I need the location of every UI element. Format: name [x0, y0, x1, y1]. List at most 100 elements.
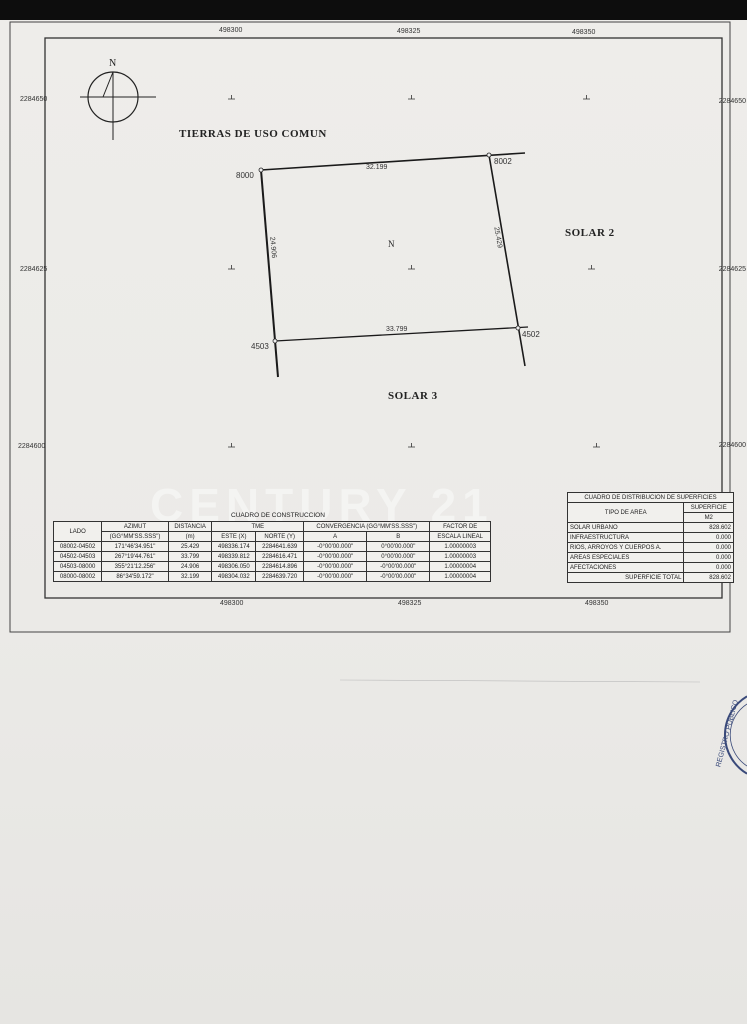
table-cell: 828.602 [683, 522, 734, 533]
table-cell: 498339.812 [211, 551, 257, 562]
distance-label: 32.199 [366, 164, 388, 171]
inner-frame [44, 37, 723, 599]
table-cell: 04502-04503 [52, 551, 103, 562]
grid-y-label: 2284650 [20, 96, 48, 103]
top-bar [0, 0, 747, 20]
vertex-label: 4503 [251, 342, 269, 351]
vertex-label: 4502 [522, 330, 540, 339]
table-cell: 33.799 [167, 551, 213, 562]
construction-table-caption: CUADRO DE CONSTRUCCION [231, 512, 325, 519]
north-arrow-icon [80, 71, 156, 140]
vertex-label: 8000 [236, 171, 254, 180]
table-cell: 32.199 [167, 571, 213, 582]
table-cell: 0.000 [683, 552, 734, 563]
table-cell: RIOS, ARROYOS Y CUERPOS A. [566, 542, 685, 553]
table-cell: 2284614.896 [255, 561, 305, 572]
col-b: B [366, 531, 431, 542]
total-label: SUPERFICIE TOTAL [566, 572, 685, 583]
col-convergencia: CONVERGENCIA (GG°MM'SS.SSS") [303, 521, 431, 532]
surface-table-caption: CUADRO DE DISTRIBUCION DE SUPERFICIES [567, 492, 734, 503]
parcel-polygon [260, 152, 529, 378]
table-cell: 2284641.639 [255, 541, 305, 552]
table-cell: -0°00'00.000" [303, 561, 368, 572]
vertex-label: 8002 [494, 157, 512, 166]
table-cell: INFRAESTRUCTURA [566, 532, 685, 543]
grid-y-label: 2284625 [20, 266, 48, 273]
table-cell: 498306.050 [211, 561, 257, 572]
table-cell: -0°00'00.000" [303, 551, 368, 562]
col-azimut: AZIMUT [101, 521, 169, 532]
registry-stamp-inner-ring [729, 703, 747, 767]
grid-y-label: 2284600 [18, 443, 46, 450]
table-cell: 498336.174 [211, 541, 257, 552]
col-tme: TME [211, 521, 305, 532]
parcel-north-label: N [388, 239, 395, 249]
table-cell: 0.000 [683, 562, 734, 573]
outer-frame [9, 21, 731, 633]
table-cell: 355°21'12.256" [101, 561, 169, 572]
fold-line [339, 679, 701, 683]
vertex-markers [258, 152, 521, 344]
construction-table: LADO AZIMUT DISTANCIA TME CONVERGENCIA (… [52, 521, 491, 582]
table-cell: 267°19'44.761" [101, 551, 169, 562]
table-cell: -0°00'00.000" [303, 571, 368, 582]
table-cell: 1.00000003 [429, 541, 491, 552]
grid-y-label: 2284625 [718, 266, 746, 273]
table-cell: -0°00'00.000" [366, 561, 431, 572]
table-cell: 08000-08002 [52, 571, 103, 582]
col-a: A [303, 531, 368, 542]
grid-x-label: 498325 [398, 600, 422, 607]
table-row: RIOS, ARROYOS Y CUERPOS A.0.000 [566, 542, 734, 553]
registry-stamp [724, 695, 747, 775]
table-cell: 171°46'34.951" [101, 541, 169, 552]
grid-x-label: 498350 [585, 600, 609, 607]
table-cell: 1.00000004 [429, 571, 491, 582]
grid-ticks [228, 95, 600, 448]
total-value: 828.602 [683, 572, 734, 583]
table-cell: -0°00'00.000" [303, 541, 368, 552]
table-cell: SOLAR URBANO [566, 522, 685, 533]
table-cell: AFECTACIONES [566, 562, 685, 573]
col-superficie: SUPERFICIE [683, 502, 734, 513]
table-cell: 25.429 [167, 541, 213, 552]
table-cell: 2284616.471 [255, 551, 305, 562]
table-cell: 86°34'59.172" [101, 571, 169, 582]
table-cell: 0.000 [683, 532, 734, 543]
table-cell: 24.906 [167, 561, 213, 572]
col-norte: NORTE (Y) [255, 531, 305, 542]
distance-label: 33.799 [386, 326, 408, 333]
col-factor: FACTOR DE [429, 521, 491, 532]
north-label: N [109, 58, 117, 69]
col-unit: M2 [683, 512, 734, 523]
col-azimut-unit: (GG°MM'SS.SSS") [101, 531, 169, 542]
table-cell: 0°00'00.000" [366, 551, 431, 562]
grid-y-label: 2284600 [718, 442, 746, 449]
col-este: ESTE (X) [211, 531, 257, 542]
grid-x-label: 498325 [397, 28, 421, 35]
table-cell: 0.000 [683, 542, 734, 553]
grid-x-label: 498300 [219, 27, 243, 34]
table-cell: 1.00000003 [429, 551, 491, 562]
solar-3-label: SOLAR 3 [388, 390, 438, 402]
col-distancia-unit: (m) [167, 531, 213, 542]
col-distancia: DISTANCIA [167, 521, 213, 532]
grid-y-label: 2284650 [718, 98, 746, 105]
grid-x-label: 498350 [572, 29, 596, 36]
col-factor-2: ESCALA LINEAL [429, 531, 491, 542]
table-cell: 498304.032 [211, 571, 257, 582]
grid-x-label: 498300 [220, 600, 244, 607]
table-cell: 08002-04502 [52, 541, 103, 552]
table-cell: 2284639.720 [255, 571, 305, 582]
table-cell: AREAS ESPECIALES [566, 552, 685, 563]
table-cell: 1.00000004 [429, 561, 491, 572]
table-cell: 0°00'00.000" [366, 541, 431, 552]
table-cell: 04503-08000 [52, 561, 103, 572]
